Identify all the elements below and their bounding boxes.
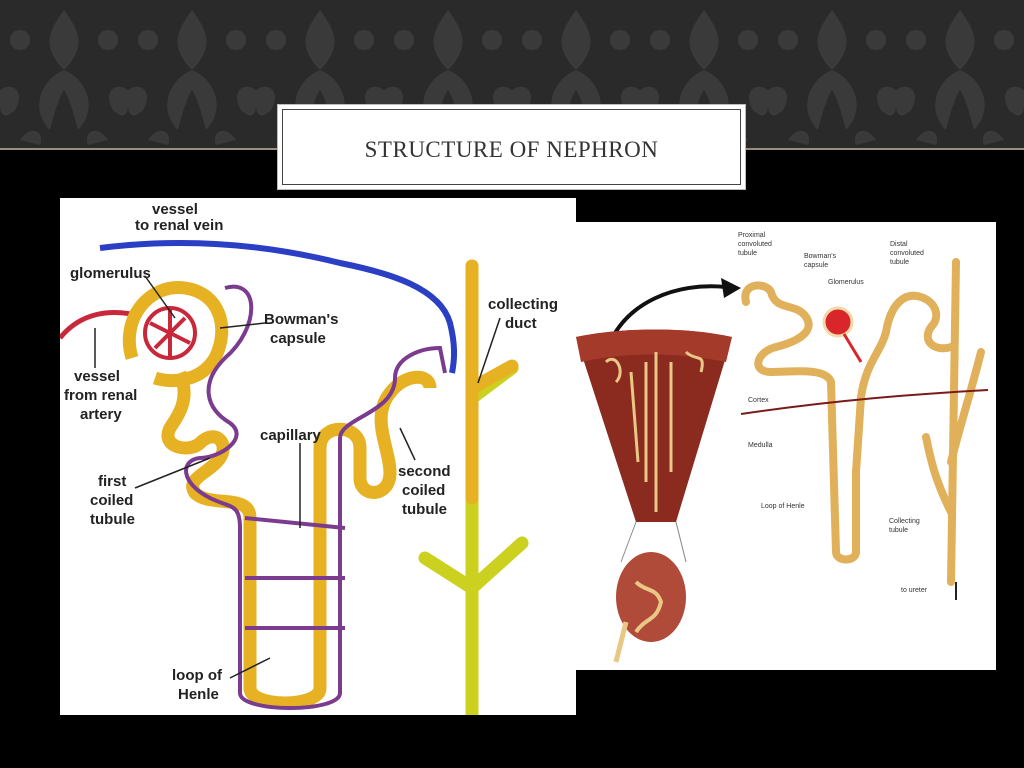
label-loop-1: loop of bbox=[172, 667, 223, 684]
slide-title: STRUCTURE OF NEPHRON bbox=[364, 137, 659, 162]
left-nephron-diagram: vessel to renal vein glomerulus Bowman's… bbox=[60, 198, 576, 715]
kidney bbox=[613, 552, 686, 663]
label-loop: Loop of Henle bbox=[761, 503, 805, 510]
label-capillary: capillary bbox=[260, 427, 322, 444]
label-proximal-3: tubule bbox=[738, 250, 757, 257]
label-collecting-2: tubule bbox=[889, 527, 908, 534]
damask-banner bbox=[0, 0, 1024, 150]
label-bowmans-1: Bowman's bbox=[264, 311, 338, 328]
label-proximal-2: convoluted bbox=[738, 241, 772, 248]
label-to-renal-vein: to renal vein bbox=[135, 217, 223, 234]
cortex-medulla-line bbox=[740, 389, 989, 415]
label-bowmans-2: capsule bbox=[270, 330, 326, 347]
label-glomerulus: glomerulus bbox=[70, 265, 151, 282]
label-collecting-2: duct bbox=[505, 315, 537, 332]
label-distal-2: convoluted bbox=[890, 250, 924, 257]
label-second-3: tubule bbox=[402, 501, 447, 518]
bowmans-capsule bbox=[122, 281, 229, 388]
label-loop-2: Henle bbox=[178, 686, 219, 703]
label-artery-3: artery bbox=[80, 406, 122, 423]
label-second-2: coiled bbox=[402, 482, 445, 499]
label-vessel: vessel bbox=[152, 201, 198, 218]
label-distal-3: tubule bbox=[890, 259, 909, 266]
wedge-tubules bbox=[604, 350, 704, 512]
title-box: STRUCTURE OF NEPHRON bbox=[277, 104, 746, 190]
label-second-1: second bbox=[398, 463, 451, 480]
label-medulla: Medulla bbox=[748, 442, 773, 449]
label-proximal-1: Proximal bbox=[738, 232, 766, 239]
right-nephron-diagram: Proximal convoluted tubule Bowman's caps… bbox=[576, 222, 996, 670]
title-frame bbox=[282, 109, 741, 185]
label-glomerulus: Glomerulus bbox=[828, 279, 864, 286]
label-distal-1: Distal bbox=[890, 241, 908, 248]
label-collecting-1: Collecting bbox=[889, 518, 920, 525]
right-tubule bbox=[741, 258, 985, 586]
label-bowmans-1: Bowman's bbox=[804, 253, 837, 260]
label-bowmans-2: capsule bbox=[804, 262, 828, 269]
capillary-network bbox=[184, 284, 447, 710]
right-glomerulus bbox=[822, 306, 854, 338]
label-first-3: tubule bbox=[90, 511, 135, 528]
label-first-2: coiled bbox=[90, 492, 133, 509]
label-ureter: to ureter bbox=[901, 587, 928, 594]
label-artery-1: vessel bbox=[74, 368, 120, 385]
renal-vein bbox=[99, 240, 458, 374]
glomerulus bbox=[143, 306, 197, 360]
label-first-1: first bbox=[98, 473, 126, 490]
label-artery-2: from renal bbox=[64, 387, 137, 404]
arrow-head bbox=[721, 278, 741, 298]
kidney-wedge bbox=[576, 329, 732, 522]
label-collecting-1: collecting bbox=[488, 296, 558, 313]
label-cortex: Cortex bbox=[748, 397, 769, 404]
tubule bbox=[161, 370, 437, 710]
